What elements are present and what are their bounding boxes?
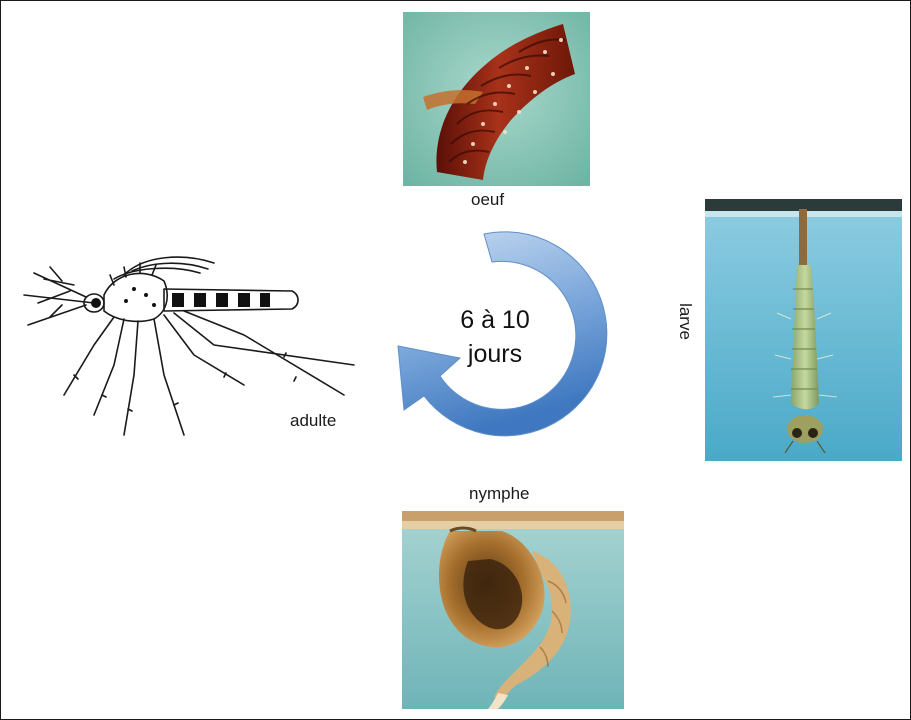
egg-label: oeuf xyxy=(471,191,504,208)
cycle-duration-line2: jours xyxy=(440,337,550,371)
pupa-photo xyxy=(402,511,624,709)
egg-photo xyxy=(403,12,590,186)
cycle-duration-line1: 6 à 10 xyxy=(440,303,550,337)
larva-photo xyxy=(705,199,902,461)
cycle-duration: 6 à 10 jours xyxy=(440,303,550,371)
larva-label: larve xyxy=(677,303,694,340)
adult-label: adulte xyxy=(290,412,336,429)
pupa-label: nymphe xyxy=(469,485,529,502)
